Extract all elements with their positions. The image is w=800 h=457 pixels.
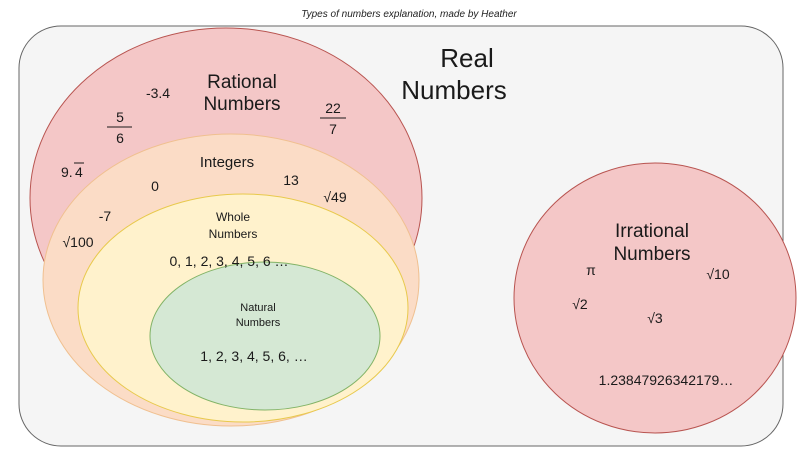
example-root-2: √2 bbox=[572, 296, 588, 312]
natural-title-line2: Numbers bbox=[236, 317, 281, 329]
repeating-decimal-digit: 4 bbox=[75, 164, 83, 180]
example-pi: π bbox=[586, 262, 596, 278]
example-neg-3-4: -3.4 bbox=[146, 85, 170, 101]
rational-title-line1: Rational bbox=[207, 72, 277, 93]
real-title-line2: Numbers bbox=[401, 75, 506, 105]
diagram-caption: Types of numbers explanation, made by He… bbox=[301, 9, 517, 20]
rational-title-line2: Numbers bbox=[203, 94, 280, 115]
whole-sequence: 0, 1, 2, 3, 4, 5, 6 … bbox=[169, 253, 288, 269]
example-root-10: √10 bbox=[706, 266, 729, 282]
fraction-5-6-denominator: 6 bbox=[116, 130, 124, 146]
natural-numbers-set bbox=[149, 261, 381, 411]
integers-title: Integers bbox=[200, 154, 254, 171]
fraction-22-7-denominator: 7 bbox=[329, 121, 337, 137]
natural-sequence: 1, 2, 3, 4, 5, 6, … bbox=[200, 348, 307, 364]
example-neg-seven: -7 bbox=[99, 208, 112, 224]
repeating-decimal-base: 9. bbox=[61, 164, 73, 180]
irrational-title-line1: Irrational bbox=[615, 221, 689, 242]
example-zero: 0 bbox=[151, 178, 159, 194]
irrational-numbers-set bbox=[513, 162, 797, 434]
example-root-100: √100 bbox=[62, 234, 93, 250]
example-irrational-decimal: 1.23847926342179… bbox=[599, 372, 734, 388]
whole-title-line1: Whole bbox=[216, 210, 250, 224]
fraction-22-7-numerator: 22 bbox=[325, 100, 341, 116]
irrational-title-line2: Numbers bbox=[613, 244, 690, 265]
example-root-3: √3 bbox=[647, 310, 663, 326]
example-thirteen: 13 bbox=[283, 172, 299, 188]
natural-title-line1: Natural bbox=[240, 302, 275, 314]
real-title-line1: Real bbox=[440, 43, 493, 73]
whole-title-line2: Numbers bbox=[209, 227, 258, 241]
fraction-5-6-numerator: 5 bbox=[116, 109, 124, 125]
example-root-49: √49 bbox=[323, 189, 346, 205]
